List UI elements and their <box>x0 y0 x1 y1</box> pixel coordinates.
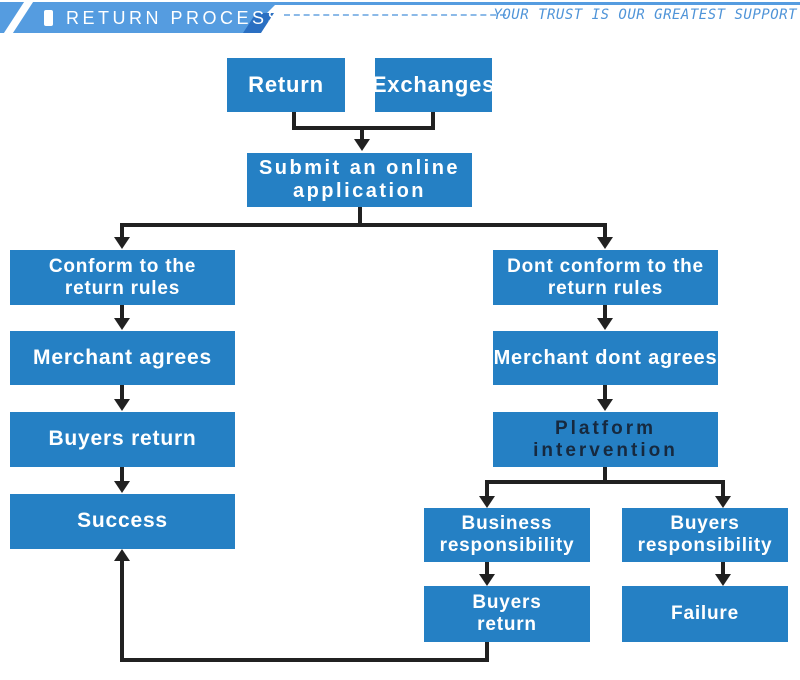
connector-branch-horizontal <box>120 223 607 227</box>
arrowhead-to-dont-conform <box>597 237 613 249</box>
node-buyers-resp-line2: responsibility <box>637 535 773 556</box>
arrowhead-to-buyers-return-right <box>479 574 495 586</box>
node-conform-line1: Conform to the <box>48 255 197 277</box>
node-business-responsibility: Business responsibility <box>424 508 590 562</box>
node-submit-line1: Submit an online <box>258 157 461 179</box>
node-success-label: Success <box>77 509 168 533</box>
connector-buyersresp-to-failure <box>721 562 725 575</box>
arrowhead-loop-to-success <box>114 549 130 561</box>
node-conform-rules: Conform to the return rules <box>10 250 235 305</box>
node-submit-line2: application <box>292 180 427 202</box>
connector-platform-split-horizontal <box>485 480 725 484</box>
connector-loop-up <box>120 560 124 660</box>
node-platform-intervention: Platform intervention <box>493 412 718 467</box>
arrowhead-to-merchant-dont <box>597 318 613 330</box>
connector-return-down <box>292 112 296 130</box>
connector-business-to-buyersreturn <box>485 562 489 575</box>
page-title: RETURN PROCESS <box>66 8 284 28</box>
header-slogan: YOUR TRUST IS OUR GREATEST SUPPORT <box>493 7 797 23</box>
connector-dontconform-to-merchantdont <box>603 305 607 320</box>
connector-left-branch-down <box>120 223 124 239</box>
connector-submit-down <box>358 207 362 227</box>
node-failure-label: Failure <box>671 603 739 625</box>
node-business-resp-line1: Business <box>461 513 553 535</box>
arrowhead-to-buyers-return-left <box>114 399 130 411</box>
node-business-resp-line2: responsibility <box>439 535 575 556</box>
header-top-line <box>274 2 800 5</box>
node-buyers-responsibility: Buyers responsibility <box>622 508 788 562</box>
connector-merchantdont-to-platform <box>603 385 607 401</box>
node-dont-conform-rules: Dont conform to the return rules <box>493 250 718 305</box>
title-bar-icon <box>44 10 53 26</box>
connector-buyers-to-success <box>120 467 124 483</box>
node-dont-conform-line1: Dont conform to the <box>507 255 704 277</box>
node-exchanges-label: Exchanges <box>371 72 496 98</box>
node-buyers-return-left: Buyers return <box>10 412 235 467</box>
connector-to-submit <box>360 126 364 141</box>
connector-exchanges-down <box>431 112 435 130</box>
connector-merchant-to-buyers <box>120 385 124 401</box>
connector-platform-down <box>603 467 607 484</box>
node-merchant-agrees-label: Merchant agrees <box>33 345 212 369</box>
node-merchant-dont-agrees-label: Merchant dont agrees <box>493 346 718 369</box>
node-buyers-resp-line1: Buyers <box>670 513 740 535</box>
node-return: Return <box>227 58 345 112</box>
node-dont-conform-line2: return rules <box>547 277 664 299</box>
arrowhead-to-platform <box>597 399 613 411</box>
node-conform-line2: return rules <box>64 277 181 299</box>
connector-to-buyers-resp <box>721 480 725 496</box>
node-failure: Failure <box>622 586 788 642</box>
node-buyers-return-right: Buyers return <box>424 586 590 642</box>
node-platform-line1: Platform <box>554 417 657 439</box>
arrowhead-to-conform <box>114 237 130 249</box>
node-exchanges: Exchanges <box>371 58 496 112</box>
arrowhead-to-failure <box>715 574 731 586</box>
node-merchant-dont-agrees: Merchant dont agrees <box>493 331 718 385</box>
connector-conform-to-merchant <box>120 305 124 320</box>
node-success: Success <box>10 494 235 549</box>
connector-loop-horizontal <box>120 658 489 662</box>
connector-right-branch-down <box>603 223 607 239</box>
arrowhead-to-buyers-resp <box>715 496 731 508</box>
node-platform-line2: intervention <box>533 439 678 461</box>
connector-loop-down <box>485 642 489 662</box>
node-submit-application: Submit an online application <box>247 153 472 207</box>
node-buyers-return-left-label: Buyers return <box>48 427 197 451</box>
node-buyers-return-right-line2: return <box>477 614 537 635</box>
node-buyers-return-right-line1: Buyers <box>472 592 542 614</box>
arrowhead-to-business-resp <box>479 496 495 508</box>
header-dashed-line <box>284 14 506 16</box>
node-return-label: Return <box>248 72 324 98</box>
node-merchant-agrees: Merchant agrees <box>10 331 235 385</box>
connector-to-business-resp <box>485 480 489 496</box>
arrowhead-to-success <box>114 481 130 493</box>
arrowhead-to-merchant-agrees <box>114 318 130 330</box>
arrowhead-to-submit <box>354 139 370 151</box>
